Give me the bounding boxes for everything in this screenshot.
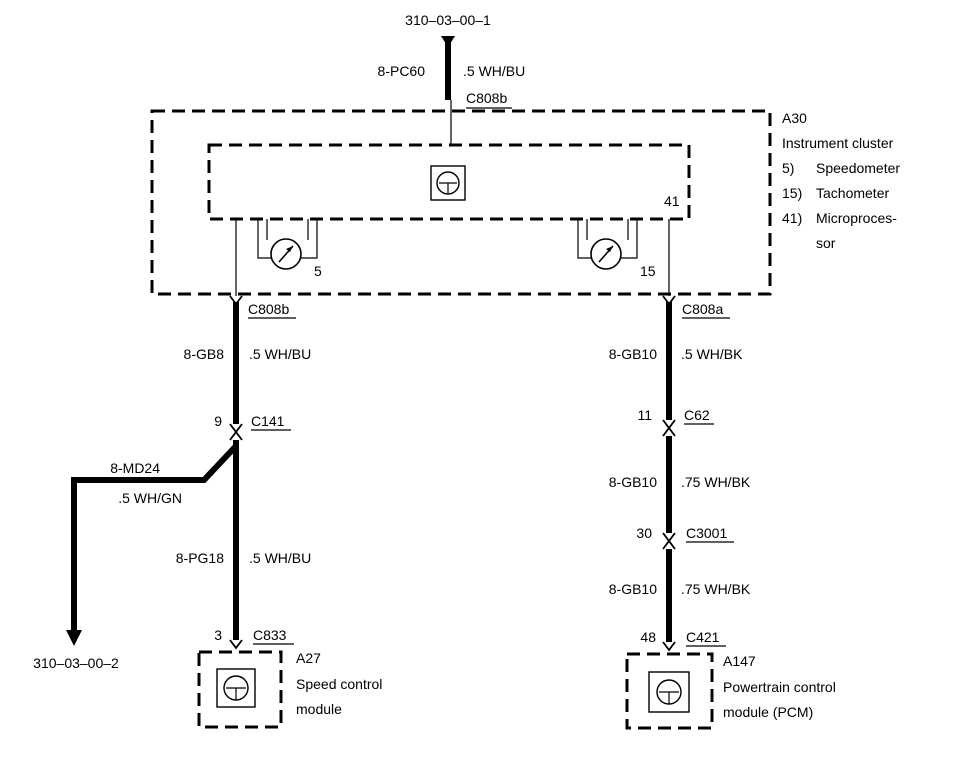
microprocessor-icon (430, 165, 466, 201)
right-1-spec-label: .5 WH/BK (681, 346, 743, 362)
c62-label: C62 (684, 407, 710, 423)
speed-control-module-name-1: Speed control (296, 676, 382, 692)
cluster-id: A30 (782, 110, 807, 126)
left-spec-label: .5 WH/BU (249, 346, 311, 362)
right-1-circuit-label: 8-GB10 (609, 346, 657, 362)
right-3-spec-label: .75 WH/BK (681, 581, 751, 597)
pin-tachometer-label: 15 (640, 263, 656, 279)
legend-label-tachometer: Tachometer (816, 185, 889, 201)
pcm-module-icon (648, 671, 690, 713)
connector-c421-icon (662, 641, 676, 652)
pin-speedometer-label: 5 (314, 263, 322, 279)
instrument-cluster-outline (150, 109, 772, 296)
left-circuit-label: 8-GB8 (184, 346, 225, 362)
pcm-module-outline (625, 652, 714, 730)
connector-c3001-lower-icon (662, 539, 676, 550)
speedometer-gauge-icon (257, 219, 318, 270)
branch-arrow-icon (66, 630, 82, 646)
legend-label-microprocessor: Microproces- (816, 210, 897, 226)
pcm-module-name-2: module (PCM) (723, 704, 813, 720)
legend-num-microprocessor: 41) (782, 210, 802, 226)
pcm-module-id: A147 (723, 653, 756, 669)
legend-label-microprocessor-cont: sor (816, 235, 836, 251)
left-connector-label: C808b (248, 301, 289, 317)
c3001-label: C3001 (686, 525, 727, 541)
wire-branch (71, 443, 239, 632)
right-2-circuit-label: 8-GB10 (609, 474, 657, 490)
c141-label: C141 (251, 413, 285, 429)
branch-circuit-label: 8-MD24 (110, 460, 160, 476)
bottom-reference: 310–03–00–2 (33, 655, 119, 671)
connector-c62-lower-icon (662, 426, 676, 437)
tachometer-gauge-icon (577, 219, 638, 270)
speed-control-module-name-2: module (296, 701, 342, 717)
speed-control-module-outline (197, 650, 283, 729)
left-lower-spec-label: .5 WH/BU (249, 550, 311, 566)
top-reference: 310–03–00–1 (405, 12, 491, 28)
microprocessor-outline (207, 143, 691, 221)
connector-c141-lower-icon (229, 430, 243, 441)
legend-num-tachometer: 15) (782, 185, 802, 201)
top-circuit-label: 8-PC60 (378, 63, 426, 79)
right-pin-48-label: 48 (640, 629, 656, 645)
branch-spec-label: .5 WH/GN (118, 490, 182, 506)
pcm-module-name-1: Powertrain control (723, 679, 836, 695)
connector-c833-icon (229, 639, 243, 650)
top-spec-label: .5 WH/BU (463, 63, 525, 79)
left-pin-3-label: 3 (214, 627, 222, 643)
right-2-spec-label: .75 WH/BK (681, 474, 751, 490)
speed-control-module-id: A27 (296, 650, 321, 666)
cluster-name: Instrument cluster (782, 135, 894, 151)
pin-microprocessor-label: 41 (664, 193, 680, 209)
legend-label-speedometer: Speedometer (816, 160, 900, 176)
right-3-circuit-label: 8-GB10 (609, 581, 657, 597)
c808a-label: C808a (682, 301, 723, 317)
left-pin-9-label: 9 (214, 413, 222, 429)
c421-label: C421 (686, 629, 720, 645)
c833-label: C833 (253, 627, 287, 643)
left-lower-circuit-label: 8-PG18 (176, 550, 224, 566)
right-pin-11-label: 11 (637, 407, 652, 423)
legend-num-speedometer: 5) (782, 160, 794, 176)
speed-control-module-icon (216, 668, 256, 708)
top-connector-label: C808b (466, 90, 507, 106)
right-pin-30-label: 30 (636, 525, 652, 541)
